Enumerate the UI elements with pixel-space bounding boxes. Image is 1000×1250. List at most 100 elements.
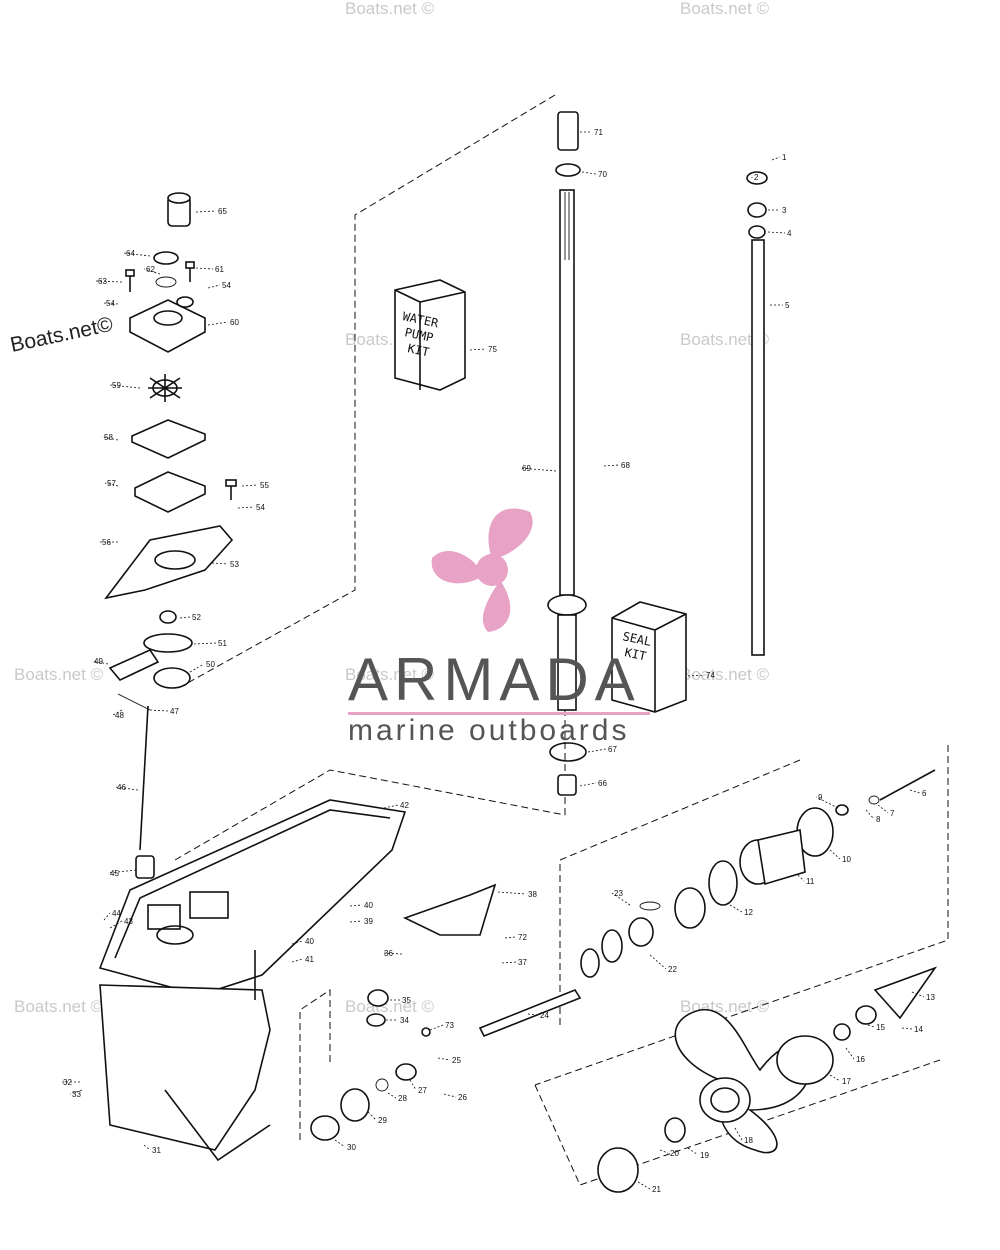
part-callout-number[interactable]: 28 bbox=[398, 1094, 407, 1103]
part-callout-number[interactable]: 57 bbox=[107, 479, 116, 488]
callout-leader bbox=[469, 348, 487, 351]
part-callout-number[interactable]: 36 bbox=[384, 949, 393, 958]
part-callout-number[interactable]: 75 bbox=[488, 345, 497, 354]
brand-name: ARMADA bbox=[348, 646, 641, 713]
part-callout-number[interactable]: 49 bbox=[94, 657, 103, 666]
part-callout-number[interactable]: 67 bbox=[608, 745, 617, 754]
part-callout-number[interactable]: 55 bbox=[260, 481, 269, 490]
part-callout-number[interactable]: 54 bbox=[222, 281, 231, 290]
part-callout-number[interactable]: 7 bbox=[890, 809, 895, 818]
part-callout-number[interactable]: 63 bbox=[98, 277, 107, 286]
pump-screw bbox=[185, 261, 195, 282]
kit-label-line: KIT bbox=[406, 341, 430, 359]
part-callout-number[interactable]: 39 bbox=[364, 917, 373, 926]
callout-leader bbox=[95, 280, 123, 283]
part-callout-number[interactable]: 62 bbox=[146, 265, 155, 274]
part-callout-number[interactable]: 13 bbox=[926, 993, 935, 1002]
part-callout-number[interactable]: 71 bbox=[594, 128, 603, 137]
part-callout-number[interactable]: 48 bbox=[115, 711, 124, 720]
part-callout-number[interactable]: 43 bbox=[124, 917, 133, 926]
part-callout-number[interactable]: 33 bbox=[72, 1090, 81, 1099]
part-callout-number[interactable]: 19 bbox=[700, 1151, 709, 1160]
part-callout-number[interactable]: 14 bbox=[914, 1025, 923, 1034]
part-callout-number[interactable]: 40 bbox=[364, 901, 373, 910]
part-callout-number[interactable]: 41 bbox=[305, 955, 314, 964]
part-callout-number[interactable]: 58 bbox=[104, 433, 113, 442]
part-callout-number[interactable]: 29 bbox=[378, 1116, 387, 1125]
part-callout-number[interactable]: 54 bbox=[106, 299, 115, 308]
part-callout-number[interactable]: 70 bbox=[598, 170, 607, 179]
part-callout-number[interactable]: 23 bbox=[614, 889, 623, 898]
part-callout-number[interactable]: 11 bbox=[806, 877, 815, 886]
part-callout-number[interactable]: 2 bbox=[754, 173, 759, 182]
reverse-gear bbox=[674, 887, 706, 929]
part-callout-number[interactable]: 64 bbox=[126, 249, 135, 258]
callout-leader bbox=[587, 748, 607, 753]
part-callout-number[interactable]: 54 bbox=[256, 503, 265, 512]
part-callout-number[interactable]: 66 bbox=[598, 779, 607, 788]
part-callout-number[interactable]: 1 bbox=[782, 153, 787, 162]
part-callout-number[interactable]: 65 bbox=[218, 207, 227, 216]
part-callout-number[interactable]: 61 bbox=[215, 265, 224, 274]
part-callout-number[interactable]: 24 bbox=[540, 1011, 549, 1020]
part-callout-number[interactable]: 30 bbox=[347, 1143, 356, 1152]
part-callout-number[interactable]: 38 bbox=[528, 890, 537, 899]
part-callout-number[interactable]: 26 bbox=[458, 1093, 467, 1102]
part-callout-number[interactable]: 12 bbox=[744, 908, 753, 917]
part-callout-number[interactable]: 74 bbox=[706, 671, 715, 680]
callout-leader bbox=[865, 809, 875, 820]
part-callout-number[interactable]: 8 bbox=[876, 815, 881, 824]
part-callout-number[interactable]: 4 bbox=[787, 229, 792, 238]
part-callout-number[interactable]: 5 bbox=[785, 301, 790, 310]
part-callout-number[interactable]: 53 bbox=[230, 560, 239, 569]
water-pump-kit-box: WATER PUMP KIT bbox=[394, 279, 466, 391]
part-callout-number[interactable]: 15 bbox=[876, 1023, 885, 1032]
part-callout-number[interactable]: 47 bbox=[170, 707, 179, 716]
callout-leader bbox=[291, 940, 304, 945]
part-callout-number[interactable]: 31 bbox=[152, 1146, 161, 1155]
part-callout-number[interactable]: 6 bbox=[922, 789, 927, 798]
part-callout-number[interactable]: 16 bbox=[856, 1055, 865, 1064]
part-callout-number[interactable]: 34 bbox=[400, 1016, 409, 1025]
part-callout-number[interactable]: 37 bbox=[518, 958, 527, 967]
part-callout-number[interactable]: 46 bbox=[117, 783, 126, 792]
kit-label-line: PUMP bbox=[403, 325, 434, 345]
part-callout-number[interactable]: 10 bbox=[842, 855, 851, 864]
part-callout-number[interactable]: 45 bbox=[110, 869, 119, 878]
part-callout-number[interactable]: 73 bbox=[445, 1021, 454, 1030]
part-callout-number[interactable]: 25 bbox=[452, 1056, 461, 1065]
part-callout-number[interactable]: 40 bbox=[305, 937, 314, 946]
part-callout-number[interactable]: 9 bbox=[818, 793, 823, 802]
part-callout-number[interactable]: 3 bbox=[782, 206, 787, 215]
part-callout-number[interactable]: 35 bbox=[402, 996, 411, 1005]
part-callout-number[interactable]: 68 bbox=[621, 461, 630, 470]
part-callout-number[interactable]: 52 bbox=[192, 613, 201, 622]
part-callout-number[interactable]: 32 bbox=[63, 1078, 72, 1087]
part-callout-number[interactable]: 17 bbox=[842, 1077, 851, 1086]
part-callout-number[interactable]: 18 bbox=[744, 1136, 753, 1145]
part-callout-number[interactable]: 22 bbox=[668, 965, 677, 974]
part-callout-number[interactable]: 42 bbox=[400, 801, 409, 810]
part-callout-number[interactable]: 50 bbox=[206, 660, 215, 669]
part-callout-number[interactable]: 56 bbox=[102, 538, 111, 547]
drive-shaft bbox=[547, 111, 587, 796]
callout-leader bbox=[91, 660, 109, 665]
part-callout-number[interactable]: 51 bbox=[218, 639, 227, 648]
kit-label-line: KIT bbox=[623, 645, 647, 663]
carrier-o-ring bbox=[708, 860, 738, 906]
callout-leader bbox=[383, 804, 399, 809]
watermark-text: Boats.net © bbox=[680, 665, 770, 684]
callout-leader bbox=[603, 464, 620, 467]
drive-shaft-o-ring bbox=[549, 742, 587, 762]
part-callout-number[interactable]: 27 bbox=[418, 1086, 427, 1095]
part-callout-number[interactable]: 59 bbox=[112, 381, 121, 390]
callout-leader bbox=[193, 642, 217, 645]
part-callout-number[interactable]: 60 bbox=[230, 318, 239, 327]
part-callout-number[interactable]: 20 bbox=[670, 1149, 679, 1158]
part-callout-number[interactable]: 44 bbox=[112, 909, 121, 918]
pump-base bbox=[104, 525, 234, 600]
part-callout-number[interactable]: 69 bbox=[522, 464, 531, 473]
part-callout-number[interactable]: 72 bbox=[518, 933, 527, 942]
part-callout-number[interactable]: 21 bbox=[652, 1185, 661, 1194]
